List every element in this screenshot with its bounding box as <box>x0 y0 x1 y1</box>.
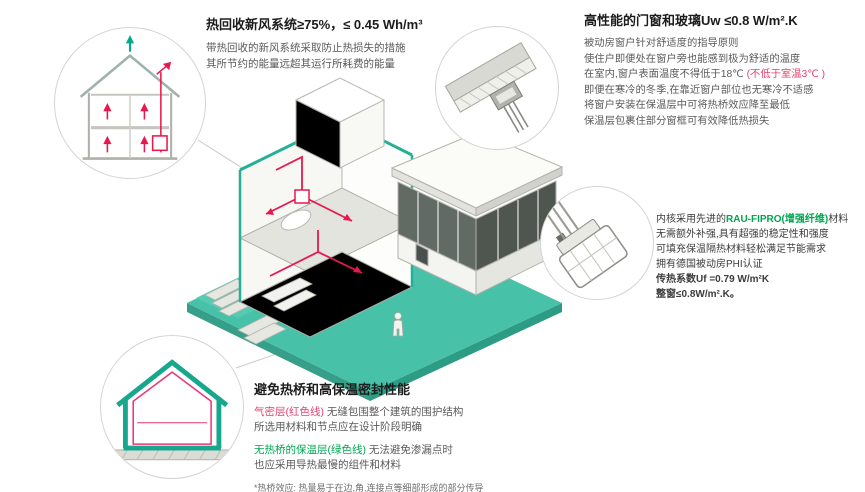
windows-line3-red-note: (不低于室温3℃ ) <box>746 69 826 80</box>
thermal-line1-rest: 无缝包围整个建筑的围护结构 <box>324 406 464 418</box>
house-section-ventilation-icon <box>79 35 181 160</box>
bathtub <box>280 209 312 231</box>
insulated-envelope-house-icon <box>113 359 231 461</box>
kitchen-counters <box>261 277 317 312</box>
thermal-line3: 无热桥的保温层(绿色线) 无法避免渗漏点时 <box>254 443 674 458</box>
thermal-envelope-circle <box>100 335 244 479</box>
material-line3: 可填充保温隔热材料轻松满足节能需求 <box>656 244 826 255</box>
windows-line2: 使住户即便处在窗户旁也能感到极为舒适的温度 <box>584 53 801 65</box>
material-line2: 无需额外补强,具有超强的稳定性和强度 <box>656 229 829 240</box>
material-brand-name: RAU-FIPRO(增强纤维) <box>726 214 829 225</box>
heat-recovery-unit <box>294 189 310 204</box>
thermal-title: 避免热桥和高保温密封性能 <box>254 382 411 397</box>
person-figure <box>392 312 404 337</box>
window-install-circle <box>435 26 559 150</box>
insulation-layer-label: 无热桥的保温层(绿色线) <box>254 444 366 456</box>
material-line1-suffix: 材料 <box>828 214 849 225</box>
door-opening <box>415 243 429 267</box>
airtight-layer-label: 气密层(红色线) <box>254 406 324 418</box>
glazed-pavilion <box>390 131 564 296</box>
ventilation-section: 热回收新风系统≥75%，≤ 0.45 Wh/m³ 带热回收的新风系统采取防止热损… <box>206 16 546 72</box>
material-window-u-value: 整窗≤0.8W/m².K。 <box>656 289 740 300</box>
window-installation-detail-icon <box>445 42 538 134</box>
window-profile-cross-section-icon <box>543 190 628 289</box>
ventilation-line2: 其所节约的能量远超其运行所耗费的能量 <box>206 58 395 70</box>
material-line4: 拥有德国被动房PHI认证 <box>656 259 763 270</box>
material-line1: 内核采用先进的RAU-FIPRO(增强纤维)材料 <box>656 212 864 227</box>
windows-line3: 在室内,窗户表面温度不得低于18℃ (不低于室温3℃ ) <box>584 67 862 83</box>
house-cutaway-block <box>238 118 414 338</box>
thermal-line3-rest: 无法避免渗漏点时 <box>366 444 453 456</box>
windows-section: 高性能的门窗和玻璃Uw ≤0.8 W/m².K 被动房窗户针对舒适度的指导原则 … <box>584 12 862 129</box>
frame-material-section: 内核采用先进的RAU-FIPRO(增强纤维)材料 无需额外补强,具有超强的稳定性… <box>656 212 864 302</box>
material-line1-prefix: 内核采用先进的 <box>656 214 726 225</box>
ventilation-line1: 带热回收的新风系统采取防止热损失的措施 <box>206 42 406 54</box>
thermal-line2: 所选用材料和节点应在设计阶段明确 <box>254 421 422 433</box>
ventilation-ducts <box>265 155 363 277</box>
ventilation-detail-circle <box>54 27 206 179</box>
windows-line1: 被动房窗户针对舒适度的指导原则 <box>584 38 739 49</box>
thermal-line4: 也应采用导热最慢的组件和材料 <box>254 459 401 471</box>
windows-line6: 保温层包裹住部分窗框可有效降低热损失 <box>584 115 770 127</box>
material-u-value: 传热系数Uf =0.79 W/m²K <box>656 274 770 285</box>
windows-line3-text: 在室内,窗户表面温度不得低于18℃ <box>584 69 747 80</box>
thermal-line1: 气密层(红色线) 无缝包围整个建筑的围护结构 <box>254 405 674 420</box>
ventilation-title: 热回收新风系统≥75%，≤ 0.45 Wh/m³ <box>206 17 423 32</box>
windows-line4: 即便在寒冷的冬季,在靠近窗户部位也无寒冷不适感 <box>584 84 814 96</box>
windows-title: 高性能的门窗和玻璃Uw ≤0.8 W/m².K <box>584 13 798 28</box>
thermal-footnote: *热桥效应: 热量易于在边,角,连接点等细部形成的部分传导 <box>254 483 484 492</box>
thermal-bridge-section: 避免热桥和高保温密封性能 气密层(红色线) 无缝包围整个建筑的围护结构 所选用材… <box>254 381 674 492</box>
windows-line5: 将窗户安装在保温层中可将热桥效应降至最低 <box>584 100 790 111</box>
penthouse-box <box>294 77 386 169</box>
window-profile-circle <box>540 186 654 300</box>
window-mullions <box>417 190 539 262</box>
